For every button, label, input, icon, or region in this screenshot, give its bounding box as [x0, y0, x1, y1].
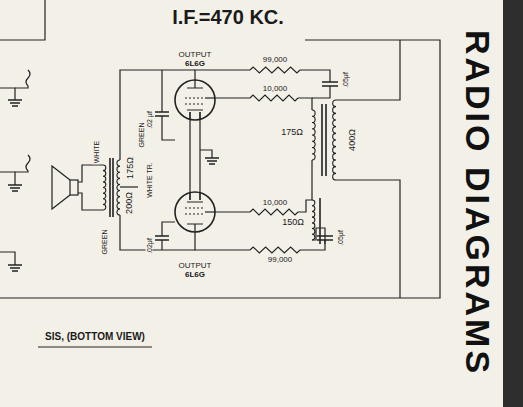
wire: [300, 70, 330, 82]
component-label: SIS, (BOTTOM VIEW): [44, 332, 146, 342]
wire: [78, 165, 103, 182]
component-label: 99,000: [267, 256, 293, 264]
wire: [312, 86, 330, 98]
wire: [298, 98, 312, 110]
component-label: .05μf: [342, 71, 349, 89]
wire: [161, 70, 162, 112]
component-label: 200Ω: [125, 191, 134, 215]
wire: [215, 97, 250, 98]
component-label: 10,000: [262, 199, 288, 207]
wire: [336, 180, 400, 298]
wire: [0, 88, 15, 100]
transformer-core: [319, 198, 321, 244]
wire: [336, 40, 400, 100]
component-label: .02 μf: [146, 110, 153, 130]
wire: [0, 0, 45, 40]
speaker-symbol: [52, 166, 78, 209]
component-label: 400Ω: [348, 128, 357, 152]
resistor-symbol: [250, 95, 298, 101]
ground-symbol: [8, 185, 22, 191]
speaker-symbol: [52, 166, 70, 209]
component-label: 175Ω: [280, 128, 304, 137]
component-label: OUTPUT: [178, 51, 213, 59]
wire: [162, 222, 175, 236]
wire: [161, 240, 162, 250]
ground-symbol: [8, 100, 219, 271]
ground-symbol: [8, 100, 22, 106]
component-label: OUTPUT: [178, 262, 213, 270]
coil-winding: [103, 165, 106, 210]
tube-symbol: [205, 211, 215, 212]
wire: [215, 211, 250, 212]
component-label: 6L6G: [184, 60, 206, 68]
component-label: .02μf: [146, 237, 153, 255]
wire: [190, 112, 200, 200]
capacitor-symbol: [155, 82, 338, 240]
wire: [195, 70, 250, 80]
wire: [120, 186, 138, 187]
resistor-symbol: [250, 247, 300, 253]
wire: [200, 150, 212, 158]
component-label: 99,000: [262, 56, 288, 64]
coil-winding: [103, 100, 336, 240]
resistor-symbol: [250, 209, 298, 215]
wire: [15, 70, 30, 88]
speaker-symbol: [70, 180, 78, 195]
wire: [298, 200, 312, 212]
capacitor-symbol: [322, 82, 338, 86]
page-heading: RADIO DIAGRAMS: [461, 30, 495, 376]
transformer-core: [110, 158, 113, 217]
transformer-core: [322, 104, 326, 176]
tube-symbol: [205, 97, 215, 98]
component-label: GREEN: [101, 229, 108, 256]
capacitor-symbol: [155, 236, 169, 240]
wire: [0, 40, 440, 298]
component-label: 6L6G: [184, 271, 206, 279]
wire: [38, 346, 152, 347]
tube-symbol: [185, 208, 205, 214]
coil-winding: [333, 100, 336, 180]
wire: [78, 193, 103, 210]
component-label: WHITE: [93, 140, 100, 165]
wire: [195, 232, 250, 250]
wire: [0, 0, 440, 347]
component-label: .05μf: [337, 229, 344, 247]
wire: [120, 215, 195, 250]
component-label: 10,000: [262, 85, 288, 93]
ground-symbol: [8, 265, 22, 271]
wire: [15, 155, 30, 172]
tube-symbol: [175, 80, 215, 120]
coil-winding: [117, 160, 120, 215]
coil-winding: [312, 110, 315, 160]
ground-symbol: [205, 158, 219, 164]
tube-symbol: [175, 192, 215, 232]
tube-symbol: [175, 80, 215, 120]
component-label: 150Ω: [281, 218, 305, 227]
wire: [300, 240, 325, 250]
wire: [311, 160, 312, 200]
tube-symbol: [187, 80, 203, 88]
component-label: WHITE TR.: [146, 161, 153, 199]
capacitor-symbol: [155, 112, 169, 116]
resistor-symbol: [250, 67, 300, 73]
transformer-core: [110, 104, 326, 244]
tube-symbol: [187, 192, 203, 202]
frequency-note: I.F.=470 KC.: [171, 7, 285, 27]
wire: [162, 116, 175, 140]
coil-winding: [312, 200, 315, 240]
tube-symbol: [175, 192, 215, 232]
component-label: GREEN: [138, 122, 145, 149]
wire: [0, 172, 15, 185]
tube-symbol: [187, 110, 203, 120]
wire: [0, 252, 15, 265]
component-label: 175Ω: [126, 156, 135, 180]
tube-symbol: [187, 224, 203, 232]
tube-symbol: [185, 98, 205, 104]
side-band: [503, 0, 523, 407]
